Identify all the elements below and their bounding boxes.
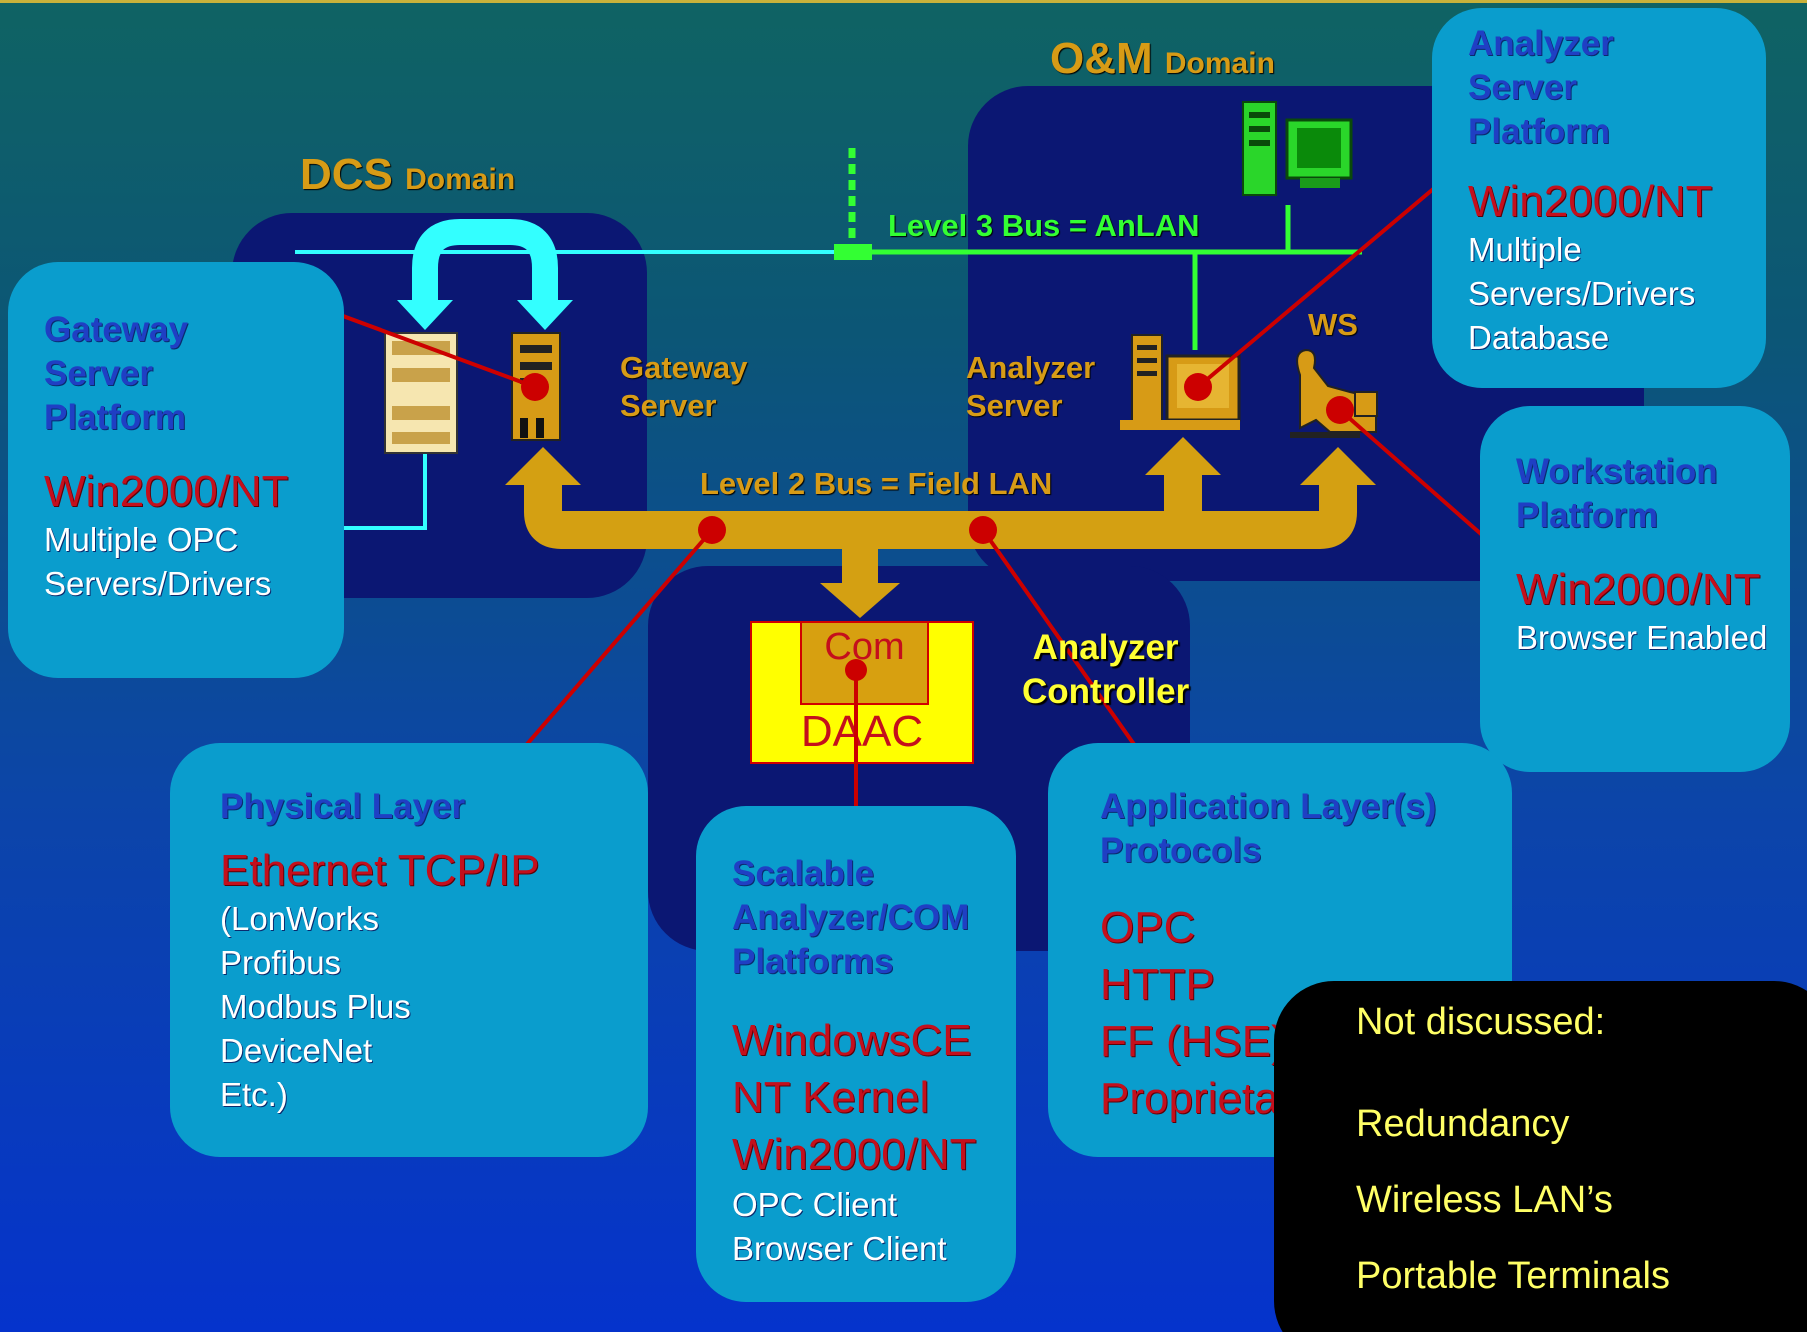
level2-bus (524, 485, 1357, 549)
bus-coupler (834, 244, 872, 260)
com-label: Com (824, 626, 905, 668)
analyzer-server-platform-os: Win2000/NT (1468, 177, 1713, 226)
workstation-platform-os: Win2000/NT (1516, 565, 1761, 614)
workstation-platform-details: Browser Enabled (1516, 619, 1768, 656)
arrow-to-daac (820, 583, 900, 618)
not-discussed-box: Not discussed: Redundancy Wireless LAN’s… (1274, 981, 1807, 1332)
ws-label: WS (1308, 307, 1358, 342)
daac-box: Com DAAC (750, 621, 974, 764)
physical-layer-bubble: Physical Layer Ethernet TCP/IP (LonWorks… (170, 743, 648, 1157)
analyzer-server-icon (1120, 334, 1241, 430)
com-module: Com (800, 621, 929, 705)
dcs-exchange-arrow (412, 219, 558, 300)
om-domain-title: O&M Domain (1050, 34, 1275, 83)
not-discussed-title: Not discussed: (1356, 1001, 1606, 1043)
level2-bus-label: Level 2 Bus = Field LAN (700, 466, 1053, 501)
physical-layer-title: Physical Layer (220, 787, 466, 826)
arrow-to-analyzer-server (1145, 437, 1221, 475)
application-layer-title: Application Layer(s)Protocols (1100, 787, 1437, 870)
physical-layer-os: Ethernet TCP/IP (220, 846, 540, 895)
arrow-to-gateway (505, 447, 581, 485)
note-item: Wireless LAN’s (1356, 1179, 1613, 1221)
om-pc-icon (1242, 101, 1353, 196)
dcs-cabinet-icon (384, 332, 458, 454)
gateway-platform-os: Win2000/NT (44, 467, 289, 516)
dcs-domain-title: DCS Domain (300, 150, 516, 199)
arrow-to-ws (1300, 447, 1376, 485)
daac-label: DAAC (800, 707, 924, 756)
ws-operator-icon (1290, 348, 1378, 438)
note-item: Redundancy (1356, 1103, 1570, 1145)
level3-bus-label: Level 3 Bus = AnLAN (888, 208, 1200, 243)
note-item: Portable Terminals (1356, 1255, 1671, 1297)
